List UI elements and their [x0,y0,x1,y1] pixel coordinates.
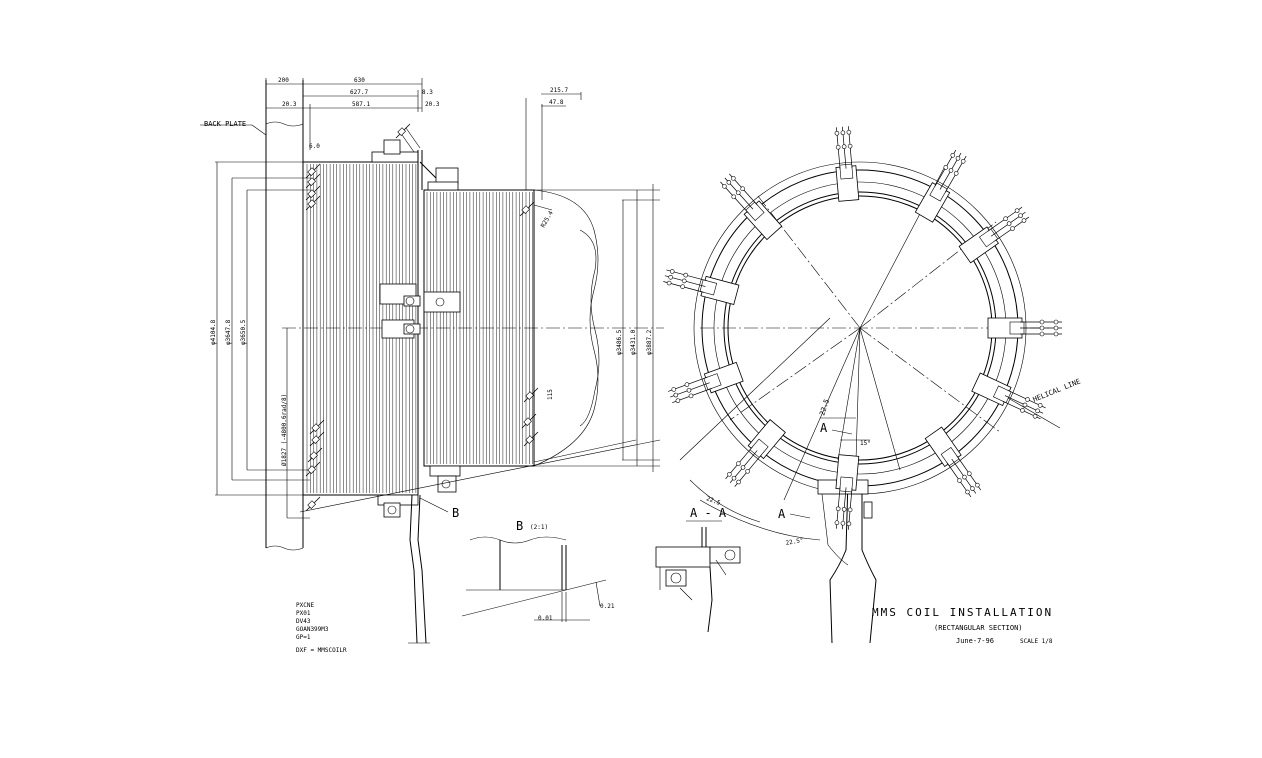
dim-627-7: 627.7 [350,89,368,96]
file-info-block: PXCNE PX01 DV43 GOAN399M3 GP=1 DXF = MMS… [296,602,347,654]
dim-3650-5: φ3650.5 [240,319,247,345]
dim-8-3: 8.3 [422,89,433,96]
detail-b-scale-note: (2:1) [530,524,548,531]
back-plate-label: BACK PLATE [204,120,246,128]
coil-bolts-left [305,123,539,512]
left-dimensions: φ4104.8 φ3647.8 φ3650.5 Ø1827 (-4800.6ra… [210,161,310,519]
dim-630: 630 [354,77,365,84]
angle-22-5c: 22.5° [785,537,804,547]
dim-0-21: 0.21 [600,603,615,610]
angle-22-5: 22.5 [818,398,831,417]
angle-22-5b: 22.5 [705,495,721,507]
dim-3431-0: φ3431.0 [630,329,637,355]
dim-4104-8: φ4104.8 [210,319,217,345]
rear-profile: 215.7 47.8 φ3486.5 φ3431.0 φ3887.2 R25.4… [299,87,661,513]
side-section-view: BACK PLATE 200 630 627.7 8.3 20.3 587.1 … [200,77,664,644]
dim-215-7: 215.7 [550,87,568,94]
dim-6-0: 6.0 [309,143,320,150]
bottom-clamp [377,465,461,518]
detail-b-title: B [516,519,523,533]
detail-b-view: B (2:1) 0.21 0.01 [461,519,615,622]
dim-3647-8: φ3647.8 [225,319,232,345]
dim-r25-4: R25.4 [540,210,555,229]
section-marker-a2: A [778,507,786,521]
section-a-a-title: A - A [690,506,727,520]
dim-inner: Ø1827 (-4800.6rad/8) [281,394,288,466]
dim-115: 115 [547,389,554,400]
section-a-a-view: A - A [655,506,741,633]
dim-20-3-right: 20.3 [425,101,440,108]
coil-lead-out: B [408,494,459,644]
section-marker-a1: A [820,421,828,435]
middle-support-brackets [379,283,461,339]
drawing-title: MMS COIL INSTALLATION [872,606,1053,619]
dim-587-1: 587.1 [352,101,370,108]
title-block: MMS COIL INSTALLATION (RECTANGULAR SECTI… [872,606,1053,645]
dim-0-01: 0.01 [538,615,553,622]
drawing-date: June-7-96 [956,637,994,645]
dxf-file: DXF = MMSCOILR [296,647,347,654]
detail-b-marker: B [452,506,459,520]
back-plate: BACK PLATE [200,80,304,551]
dim-200: 200 [278,77,289,84]
dim-3486-5: φ3486.5 [616,329,623,355]
dim-3887-2: φ3887.2 [646,329,653,355]
file-info-line: DV43 [296,618,311,625]
drawing-subtitle: (RECTANGULAR SECTION) [934,624,1023,632]
drawing-scale: SCALE 1/8 [1020,638,1053,645]
helical-line-label: HELICAL LINE [1032,377,1082,403]
file-info-line: PXCNE [296,602,314,609]
dim-20-3-left: 20.3 [282,101,297,108]
top-dimensions: 200 630 627.7 8.3 20.3 587.1 20.3 6.0 [265,77,440,150]
file-info-line: PX01 [296,610,311,617]
ring-end-view: HELICAL LINE 22.5 15° 22.5 22.5° A A [663,126,1082,644]
top-clamp [371,127,459,191]
file-info-line: GP=1 [296,634,311,641]
angle-15: 15° [860,440,871,447]
dim-47-8: 47.8 [549,99,564,106]
file-info-line: GOAN399M3 [296,626,329,633]
